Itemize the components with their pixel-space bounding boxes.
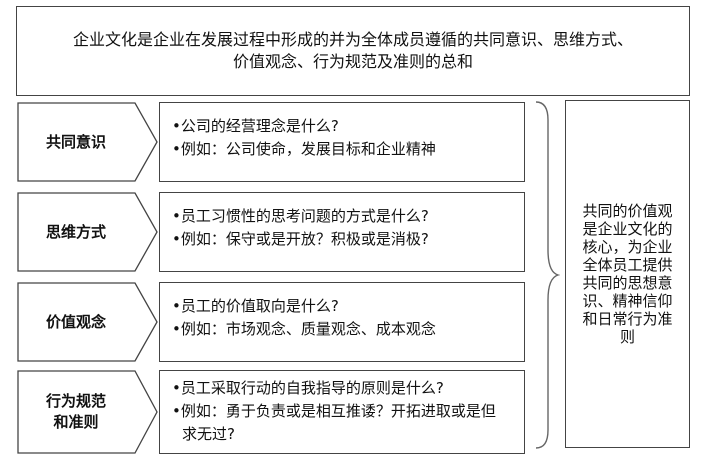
- bullet-item: •员工的价值取向是什么?: [172, 297, 339, 315]
- chevron-shared-awareness: 共同意识: [17, 102, 159, 182]
- detail-box-behavior-norms: •员工采取行动的自我指导的原则是什么? •例如：勇于负责或是相互推诿？开拓进取或…: [159, 370, 525, 454]
- chevron-label: 思维方式: [45, 222, 106, 241]
- chevron-shape: [17, 370, 158, 454]
- bullet-item: •员工采取行动的自我指导的原则是什么?: [172, 379, 444, 397]
- definition-text-line2: 价值观念、行为规范及准则的总和: [232, 52, 473, 71]
- bullet-item: •例如：保守或是开放？积极或是消极?: [172, 230, 429, 248]
- chevron-label-line1: 行为规范: [45, 392, 106, 410]
- bullet-item: •员工习惯性的思考问题的方式是什么?: [172, 207, 429, 225]
- bullet-item: •例如：公司使命，发展目标和企业精神: [172, 140, 436, 158]
- bullet-item: •公司的经营理念是什么?: [172, 117, 339, 135]
- bullet-item: •例如：勇于负责或是相互推诿？开拓进取或是但: [172, 402, 496, 420]
- chevron-label: 共同意识: [45, 132, 106, 151]
- chevron-label-line2: 和准则: [53, 413, 99, 431]
- chevron-label: 行为规范 和准则: [17, 370, 135, 454]
- definition-text-line1: 企业文化是企业在发展过程中形成的并为全体成员遵循的共同意识、思维方式、: [72, 30, 633, 49]
- detail-box-values: •员工的价值取向是什么? •例如：市场观念、质量观念、成本观念: [159, 282, 525, 362]
- chevron-label: 价值观念: [45, 312, 106, 331]
- chevron-shape: [17, 192, 158, 272]
- detail-box-thinking-mode: •员工习惯性的思考问题的方式是什么? •例如：保守或是开放？积极或是消极?: [159, 192, 525, 272]
- chevron-values: 价值观念: [17, 282, 159, 362]
- chevron-behavior-norms: 行为规范 和准则: [17, 370, 159, 454]
- chevron-shape: [17, 102, 158, 182]
- bullet-item-continuation: 求无过?: [182, 425, 235, 443]
- summary-box: 共同的价值观是企业文化的核心，为企业全体员工提供共同的思想意识、精神信仰和日常行…: [565, 100, 690, 448]
- curly-brace: [535, 101, 560, 449]
- detail-box-shared-awareness: •公司的经营理念是什么? •例如：公司使命，发展目标和企业精神: [159, 102, 525, 182]
- chevron-thinking-mode: 思维方式: [17, 192, 159, 272]
- chevron-shape: [17, 282, 158, 362]
- bullet-item: •例如：市场观念、质量观念、成本观念: [172, 320, 436, 338]
- definition-box: 企业文化是企业在发展过程中形成的并为全体成员遵循的共同意识、思维方式、 价值观念…: [16, 6, 690, 96]
- summary-text: 共同的价值观是企业文化的核心，为企业全体员工提供共同的思想意识、精神信仰和日常行…: [582, 202, 673, 346]
